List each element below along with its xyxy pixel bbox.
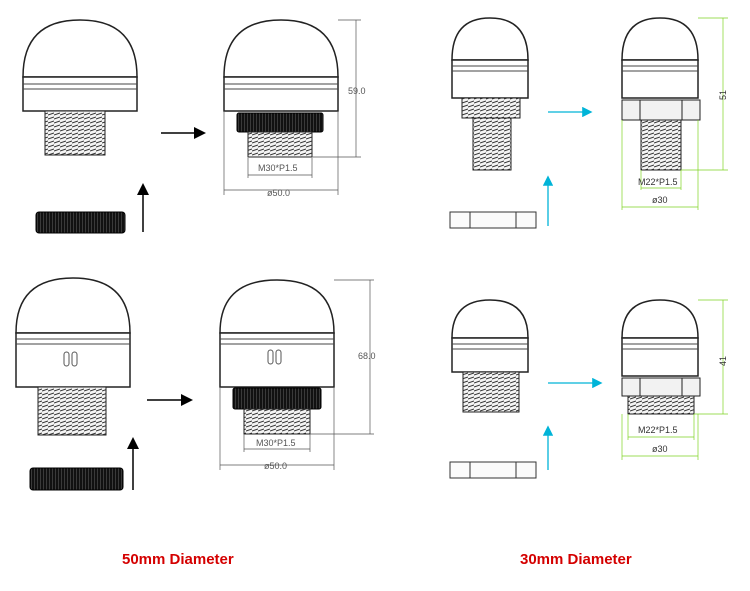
diameter-label-50-b: ø50.0 xyxy=(264,461,287,471)
height-label-59: 59.0 xyxy=(348,86,366,96)
thread-label-m22: M22*P1.5 xyxy=(638,177,678,187)
lamp-30mm-41-exploded xyxy=(449,299,603,479)
diameter-label-50: ø50.0 xyxy=(267,188,290,198)
height-label-41: 41 xyxy=(718,356,728,366)
lamp-50mm-59-assembled: 59.0 M30*P1.5 ø50.0 xyxy=(223,19,366,198)
diameter-label-30: ø30 xyxy=(652,195,668,205)
lamp-50mm-68-assembled: 68.0 M30*P1.5 ø50.0 xyxy=(219,279,376,471)
height-label-51: 51 xyxy=(718,90,728,100)
lamp-30mm-51-assembled: 51 M22*P1.5 ø30 xyxy=(621,17,728,210)
lamp-50mm-68-exploded xyxy=(15,277,193,491)
lamp-30mm-51-exploded xyxy=(449,17,593,229)
thread-label-m30-b: M30*P1.5 xyxy=(256,438,296,448)
lamp-30mm-41-assembled: 41 M22*P1.5 ø30 xyxy=(621,299,728,460)
thread-label-m30: M30*P1.5 xyxy=(258,163,298,173)
caption-30mm: 30mm Diameter xyxy=(520,551,632,568)
diameter-label-30-b: ø30 xyxy=(652,444,668,454)
caption-50mm: 50mm Diameter xyxy=(122,551,234,568)
height-label-68: 68.0 xyxy=(358,351,376,361)
lamp-50mm-59-exploded xyxy=(22,19,206,234)
thread-label-m22-b: M22*P1.5 xyxy=(638,425,678,435)
